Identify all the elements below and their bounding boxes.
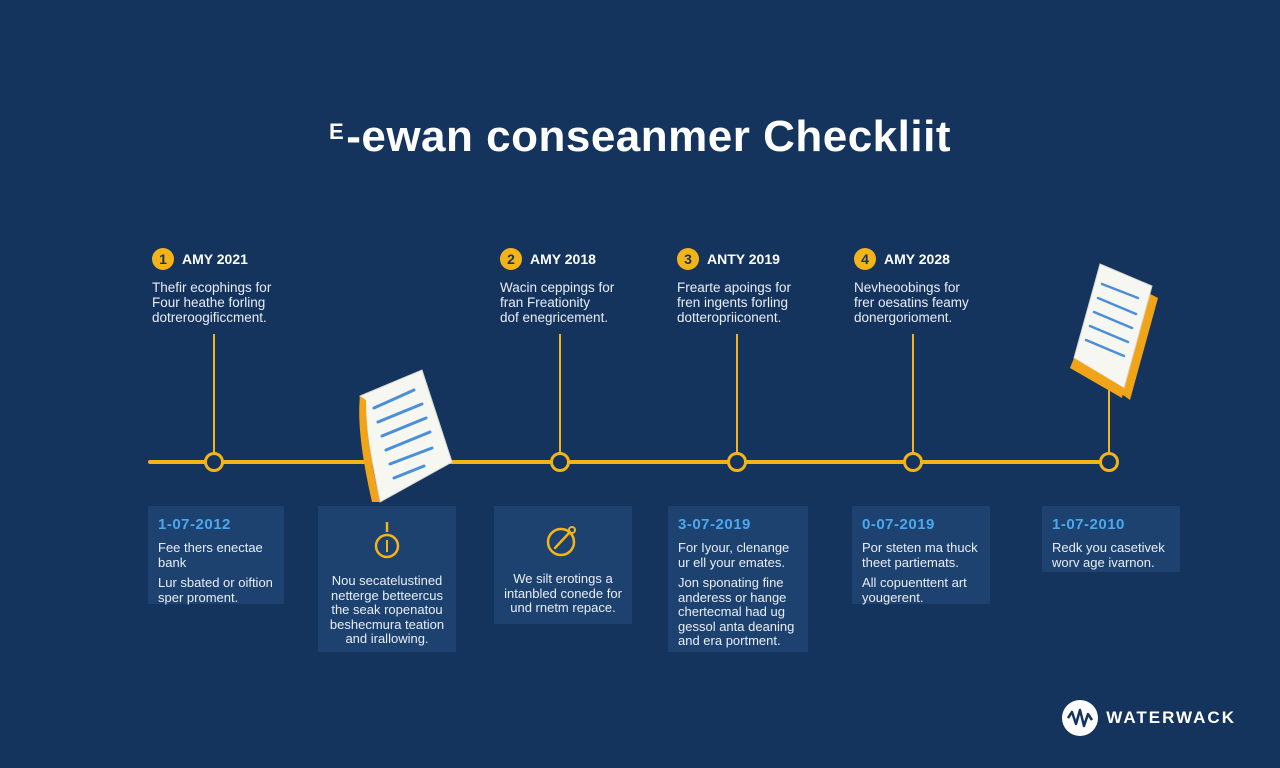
milestone-text: Wacin ceppings for <box>500 280 615 295</box>
connector-line <box>559 334 561 454</box>
timeline-node <box>1099 452 1119 472</box>
milestone-text: dof enegricement. <box>500 310 609 325</box>
card-date: 0-07-2019 <box>862 516 935 533</box>
medal-icon <box>374 522 400 559</box>
timeline-node <box>204 452 224 472</box>
card-date: 1-07-2012 <box>158 516 231 533</box>
timeline-node <box>550 452 570 472</box>
card-icon <box>504 520 622 560</box>
milestone-text: donergorioment. <box>854 310 953 325</box>
milestone-text: fran Freationity <box>500 295 591 310</box>
card-text: All copuenttent art yougerent. <box>862 575 967 605</box>
milestone-text: Thefir ecophings for <box>152 280 272 295</box>
event-card: 3-07-2019 For Iyour, clenange ur ell you… <box>668 506 808 652</box>
milestone-3: 3 ANTY 2019 Frearte apoings for fren ing… <box>677 248 877 325</box>
milestone-badge: 1 <box>152 248 174 270</box>
milestone-text: frer oesatins feamy <box>854 295 969 310</box>
event-card: Nou secatelustined netterge betteercus t… <box>318 506 456 652</box>
milestone-date: AMY 2028 <box>884 251 950 267</box>
milestone-date: AMY 2018 <box>530 251 596 267</box>
card-text: Jon sponating fine anderess or hange che… <box>678 575 795 648</box>
connector-line <box>736 334 738 454</box>
milestone-4: 4 AMY 2028 Nevheoobings for frer oesatin… <box>854 248 1054 325</box>
milestone-date: AMY 2021 <box>182 251 248 267</box>
document-icon <box>359 369 453 503</box>
event-card: 0-07-2019 Por steten ma thuck theet part… <box>852 506 990 604</box>
card-text: Nou secatelustined netterge betteercus t… <box>329 573 445 646</box>
milestone-text: Nevheoobings for <box>854 280 960 295</box>
milestone-badge: 2 <box>500 248 522 270</box>
page-title: E-ewan conseanmer Checkliit <box>0 112 1280 162</box>
milestone-1: 1 AMY 2021 Thefir ecophings for Four hea… <box>152 248 352 325</box>
milestone-text: Four heathe forling <box>152 295 266 310</box>
milestone-badge: 3 <box>677 248 699 270</box>
document-icon <box>1070 263 1158 400</box>
card-text: Redk you casetivek worv age ivarnon. <box>1052 540 1165 570</box>
timeline-node <box>727 452 747 472</box>
connector-line <box>1108 388 1110 454</box>
event-card: We silt erotings a intanbled conede for … <box>494 506 632 624</box>
event-card: 1-07-2010 Redk you casetivek worv age iv… <box>1042 506 1180 572</box>
event-card: 1-07-2012 Fee thers enectae bank Lur sba… <box>148 506 284 604</box>
card-text: Por steten ma thuck theet partiemats. <box>862 540 978 570</box>
milestone-2: 2 AMY 2018 Wacin ceppings for fran Freat… <box>500 248 700 325</box>
timeline-axis <box>148 460 1114 464</box>
card-date: 1-07-2010 <box>1052 516 1125 533</box>
milestone-date: ANTY 2019 <box>707 251 780 267</box>
connector-line <box>912 334 914 454</box>
brand-logo-group: WATERWACK <box>1062 700 1236 736</box>
card-text: Lur sbated or oiftion sper proment. <box>158 575 273 605</box>
card-text: For Iyour, clenange ur ell your emates. <box>678 540 790 570</box>
wave-logo-icon <box>1062 700 1099 736</box>
title-prefix: E <box>329 119 345 144</box>
milestone-text: dotteropriiconent. <box>677 310 782 325</box>
title-text: -ewan conseanmer Checkliit <box>346 112 951 161</box>
brand-name: WATERWACK <box>1106 708 1236 727</box>
magnifier-icon <box>546 526 576 557</box>
milestone-text: fren ingents forling <box>677 295 789 310</box>
milestone-text: Frearte apoings for <box>677 280 792 295</box>
card-text: We silt erotings a intanbled conede for … <box>504 571 622 615</box>
connector-line <box>213 334 215 454</box>
milestone-badge: 4 <box>854 248 876 270</box>
card-date: 3-07-2019 <box>678 516 751 533</box>
milestone-text: dotreroogificcment. <box>152 310 267 325</box>
timeline-node <box>903 452 923 472</box>
card-text: Fee thers enectae bank <box>158 540 263 570</box>
card-icon <box>328 520 446 562</box>
